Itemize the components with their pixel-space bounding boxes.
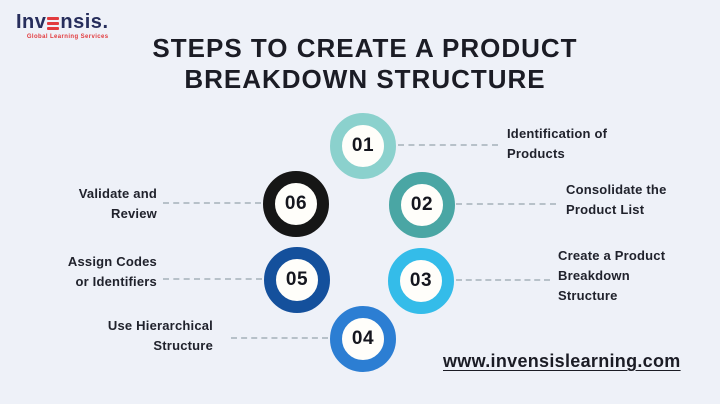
logo-tagline: Global Learning Services [26, 34, 109, 40]
step-circle-04: 04 [330, 306, 396, 372]
step-number-05: 05 [285, 269, 309, 290]
step-label-03: Create a Product Breakdown Structure [558, 248, 666, 303]
step-number-04: 04 [351, 328, 375, 349]
step-circle-06: 06 [263, 171, 329, 237]
logo-text-suffix: nsis [60, 11, 103, 33]
logo-e-bars-icon [47, 16, 60, 30]
step-label-05: Assign Codes or Identifiers [67, 254, 157, 289]
step-number-06: 06 [284, 193, 308, 214]
connector-step-05 [163, 278, 262, 280]
invensis-wordmark: Inv nsis . [16, 12, 109, 32]
connector-step-06 [163, 202, 261, 204]
invensis-logo: Inv nsis . Global Learning Services [16, 12, 109, 40]
logo-trailing-mark: . [102, 11, 109, 33]
step-label-06: Validate and Review [78, 186, 157, 221]
step-number-03: 03 [409, 270, 433, 291]
connector-step-02 [456, 203, 556, 205]
step-label-02: Consolidate the Product List [566, 182, 667, 217]
step-label-01: Identification of Products [507, 126, 608, 161]
step-circle-01: 01 [330, 113, 396, 179]
page-title: STEPS TO CREATE A PRODUCT BREAKDOWN STRU… [115, 33, 615, 95]
connector-step-01 [398, 144, 498, 146]
title-line-1: STEPS TO CREATE A PRODUCT [152, 33, 578, 63]
step-label-04: Use Hierarchical Structure [107, 318, 213, 353]
step-number-02: 02 [410, 194, 434, 215]
step-circle-03: 03 [388, 248, 454, 314]
website-link[interactable]: www.invensislearning.com [443, 351, 681, 371]
logo-text-prefix: Inv [16, 11, 47, 33]
connector-step-03 [456, 279, 550, 281]
connector-step-04 [231, 337, 328, 339]
step-number-01: 01 [351, 135, 375, 156]
step-circle-05: 05 [264, 247, 330, 313]
step-circle-02: 02 [389, 172, 455, 238]
title-line-2: BREAKDOWN STRUCTURE [184, 64, 546, 94]
